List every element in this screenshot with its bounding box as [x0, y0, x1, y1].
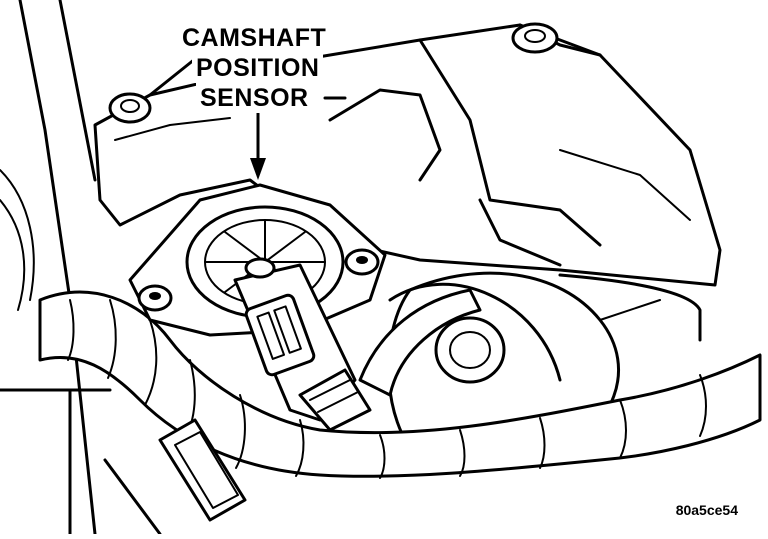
- harness-clip: [158, 418, 247, 522]
- callout-label-line3: SENSOR: [196, 83, 313, 113]
- callout-label-line1: CAMSHAFT: [178, 23, 331, 53]
- callout-label-line2: POSITION: [192, 53, 324, 83]
- figure-id: 80a5ce54: [675, 502, 738, 518]
- camshaft-position-sensor: [128, 183, 387, 432]
- frame-rails: [0, 0, 162, 536]
- callout-leader: [250, 96, 347, 180]
